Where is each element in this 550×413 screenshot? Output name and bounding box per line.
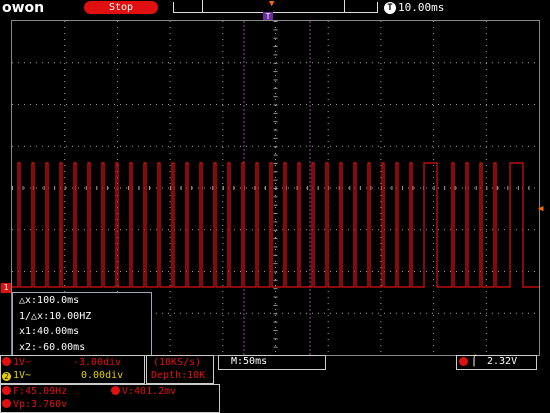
memory-window-right: [344, 0, 345, 12]
acquisition-box: (10KS/s) Depth:10K: [146, 355, 214, 384]
ch1-row: 1V~: [2, 357, 31, 368]
ch2-offset: 0.00div: [81, 370, 124, 381]
vp-value: Vp:3.760v: [13, 399, 68, 410]
ch1-scale: 1V~: [13, 357, 32, 368]
timebase-readout: 10.00ms: [398, 1, 445, 14]
frequency-value: F:45.09Hz: [13, 386, 68, 397]
ch1-waveform: [12, 162, 539, 288]
brand-logo: owon: [2, 0, 45, 16]
horizontal-box[interactable]: M:50ms: [218, 355, 326, 370]
meas-ch1-icon-3: [2, 399, 11, 408]
voltage-value: V:401.2mv: [122, 386, 177, 397]
cursor-measure-panel: △x:100.0ms 1/△x:10.00HZ x1:40.00ms x2:-6…: [12, 292, 152, 356]
meas-ch1-icon: [2, 386, 11, 395]
freq-row: F:45.09Hz: [2, 386, 67, 397]
trigger-pointer-icon: ▼: [269, 0, 275, 9]
trigger-position-marker[interactable]: T: [263, 12, 273, 22]
cursor-delta-x: △x:100.0ms: [19, 295, 80, 306]
voltage-row: V:401.2mv: [111, 386, 176, 397]
trigger-level: 2.32V: [487, 356, 518, 367]
trigger-box[interactable]: ⌠ 2.32V: [456, 355, 537, 370]
memory-depth: Depth:10K: [151, 370, 206, 381]
rising-edge-icon: ⌠: [471, 356, 478, 367]
main-timebase: M:50ms: [231, 356, 268, 367]
memory-position-bar[interactable]: ▼: [173, 0, 378, 13]
vp-row: Vp:3.760v: [2, 399, 67, 410]
run-stop-indicator[interactable]: Stop: [84, 1, 158, 14]
ch1-dot-icon: [2, 357, 11, 366]
sample-rate: (10KS/s): [153, 357, 202, 368]
cursor-x2-value: x2:-60.00ms: [19, 341, 86, 353]
cursor-x1-value: x1:40.00ms: [19, 326, 80, 337]
ch1-ground-marker[interactable]: 1: [1, 283, 11, 293]
cursor-inverse-delta: 1/△x:10.00HZ: [19, 310, 92, 322]
trigger-badge: T: [384, 2, 396, 14]
top-bar: owon Stop ▼ T 10.00ms: [0, 0, 550, 17]
memory-window-left: [202, 0, 203, 12]
ch1-offset: -3.00div: [73, 357, 122, 368]
measurement-box: F:45.09Hz V:401.2mv Vp:3.760v: [0, 384, 220, 413]
ch2-badge: 2: [2, 372, 11, 381]
trigger-level-arrow-icon[interactable]: ◀: [538, 204, 544, 214]
meas-ch1-icon-2: [111, 386, 120, 395]
trigger-source-icon: [459, 357, 468, 366]
ch2-scale: 1V~: [13, 370, 32, 381]
